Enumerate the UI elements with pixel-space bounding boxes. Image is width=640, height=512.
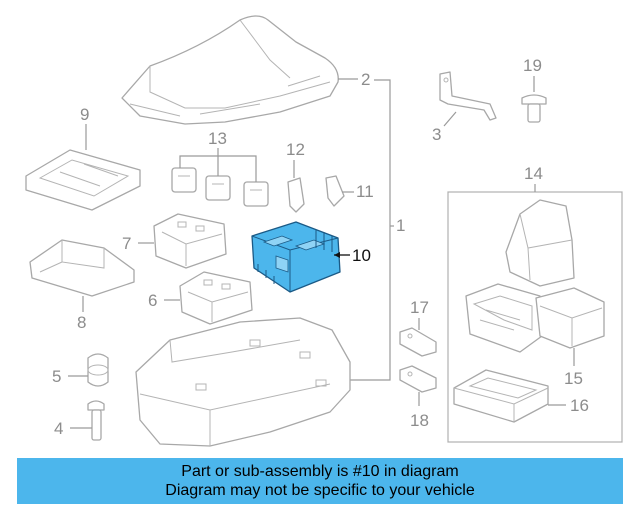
part-18-clip [399,365,437,393]
part-2-upper-cover [121,15,339,125]
part-19-bolt [521,94,547,123]
part-7-fuse-block [153,213,227,269]
callout-18: 18 [410,411,429,430]
callout-10: 10 [352,246,371,265]
banner-line-1: Part or sub-assembly is #10 in diagram [181,463,459,480]
banner-line-2: Diagram may not be specific to your vehi… [165,482,475,499]
callout-3: 3 [432,125,441,144]
callout-7: 7 [122,234,131,253]
part-16-cover [453,369,549,423]
callout-4: 4 [54,419,63,438]
callout-2: 2 [361,70,370,89]
callout-12: 12 [286,140,305,159]
part-9-tray [25,149,141,211]
part-11-fuse [325,175,345,207]
part-5-grommet [87,353,109,387]
part-13-relays [171,167,269,207]
callout-16: 16 [570,396,589,415]
part-3-bracket [439,71,497,121]
callout-19: 19 [523,56,542,75]
lower-case [135,317,351,447]
callout-11: 11 [356,182,374,201]
part-4-bolt [87,400,105,441]
callout-1: 1 [396,216,405,235]
callout-14: 14 [524,164,543,183]
callout-15: 15 [564,369,583,388]
part-12-fuse [287,177,305,213]
callout-9: 9 [80,105,89,124]
callout-13: 13 [208,129,227,148]
callout-5: 5 [52,367,61,386]
info-banner: Part or sub-assembly is #10 in diagram D… [17,458,623,504]
part-6-fuse-block [179,271,253,325]
callout-8: 8 [77,313,86,332]
part-8-cover [29,239,135,297]
part-10-relay-box [251,221,341,293]
callout-17: 17 [410,298,429,317]
part-14-assembly [465,199,605,353]
part-17-clip [399,327,437,357]
callout-6: 6 [148,291,157,310]
